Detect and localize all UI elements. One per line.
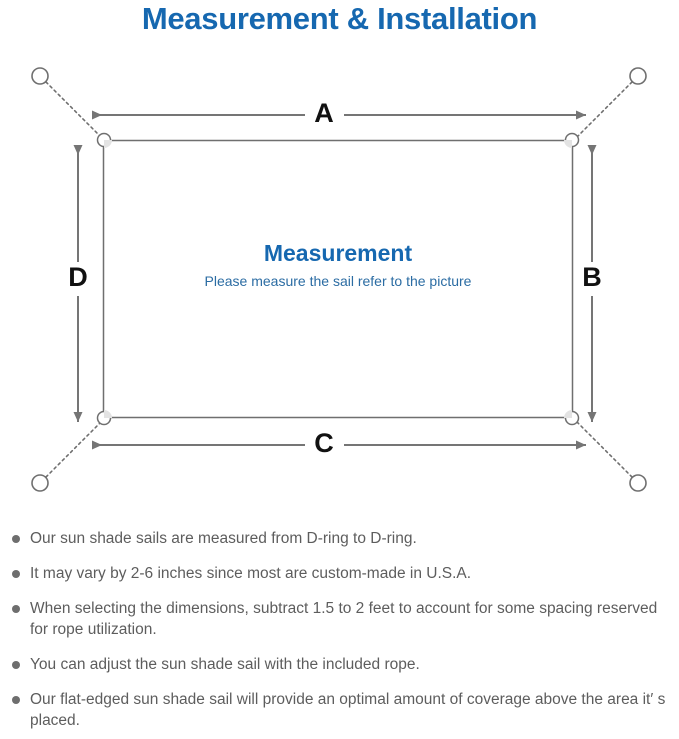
- list-item: When selecting the dimensions, subtract …: [8, 598, 673, 640]
- bullet-icon: [12, 570, 20, 578]
- d-ring-tabs: [104, 140, 572, 418]
- measurement-diagram: Measurement Please measure the sail refe…: [31, 67, 647, 492]
- d-ring-tab-top-right: [564, 140, 572, 148]
- anchor-ring-top-right: [629, 67, 647, 85]
- page-title: Measurement & Installation: [141, 1, 538, 36]
- note-text: When selecting the dimensions, subtract …: [30, 600, 658, 638]
- rope-top-right: [576, 81, 633, 138]
- bullet-icon: [12, 661, 20, 669]
- dimension-label-a: A: [306, 98, 342, 128]
- list-item: Our sun shade sails are measured from D-…: [8, 528, 673, 549]
- list-item: It may vary by 2-6 inches since most are…: [8, 563, 673, 584]
- list-item: Our flat-edged sun shade sail will provi…: [8, 689, 673, 731]
- bullet-icon: [12, 605, 20, 613]
- diagram-canvas: [31, 67, 647, 492]
- sail-outline: [102, 139, 574, 419]
- bullet-icon: [12, 696, 20, 704]
- bullet-icon: [12, 535, 20, 543]
- note-text: It may vary by 2-6 inches since most are…: [30, 565, 472, 582]
- anchor-ring-top-left: [31, 67, 49, 85]
- list-item: You can adjust the sun shade sail with t…: [8, 654, 673, 675]
- notes-list: Our sun shade sails are measured from D-…: [8, 528, 673, 731]
- rope-top-left: [45, 81, 102, 138]
- rope-bottom-left: [45, 421, 102, 478]
- d-ring-tab-bottom-right: [564, 410, 572, 418]
- rope-bottom-right: [576, 421, 633, 478]
- dimension-arrows: [73, 110, 597, 450]
- note-text: You can adjust the sun shade sail with t…: [30, 656, 420, 673]
- note-text: Our flat-edged sun shade sail will provi…: [30, 691, 666, 729]
- d-ring-tab-top-left: [104, 140, 112, 148]
- rope-lines: [45, 81, 633, 478]
- anchor-points: [31, 67, 647, 492]
- note-text: Our sun shade sails are measured from D-…: [30, 530, 417, 547]
- dimension-label-b: B: [576, 262, 608, 292]
- dimension-label-c: C: [306, 428, 342, 458]
- anchor-ring-bottom-left: [31, 474, 49, 492]
- anchor-ring-bottom-right: [629, 474, 647, 492]
- d-ring-tab-bottom-left: [104, 410, 112, 418]
- dimension-label-d: D: [62, 262, 94, 292]
